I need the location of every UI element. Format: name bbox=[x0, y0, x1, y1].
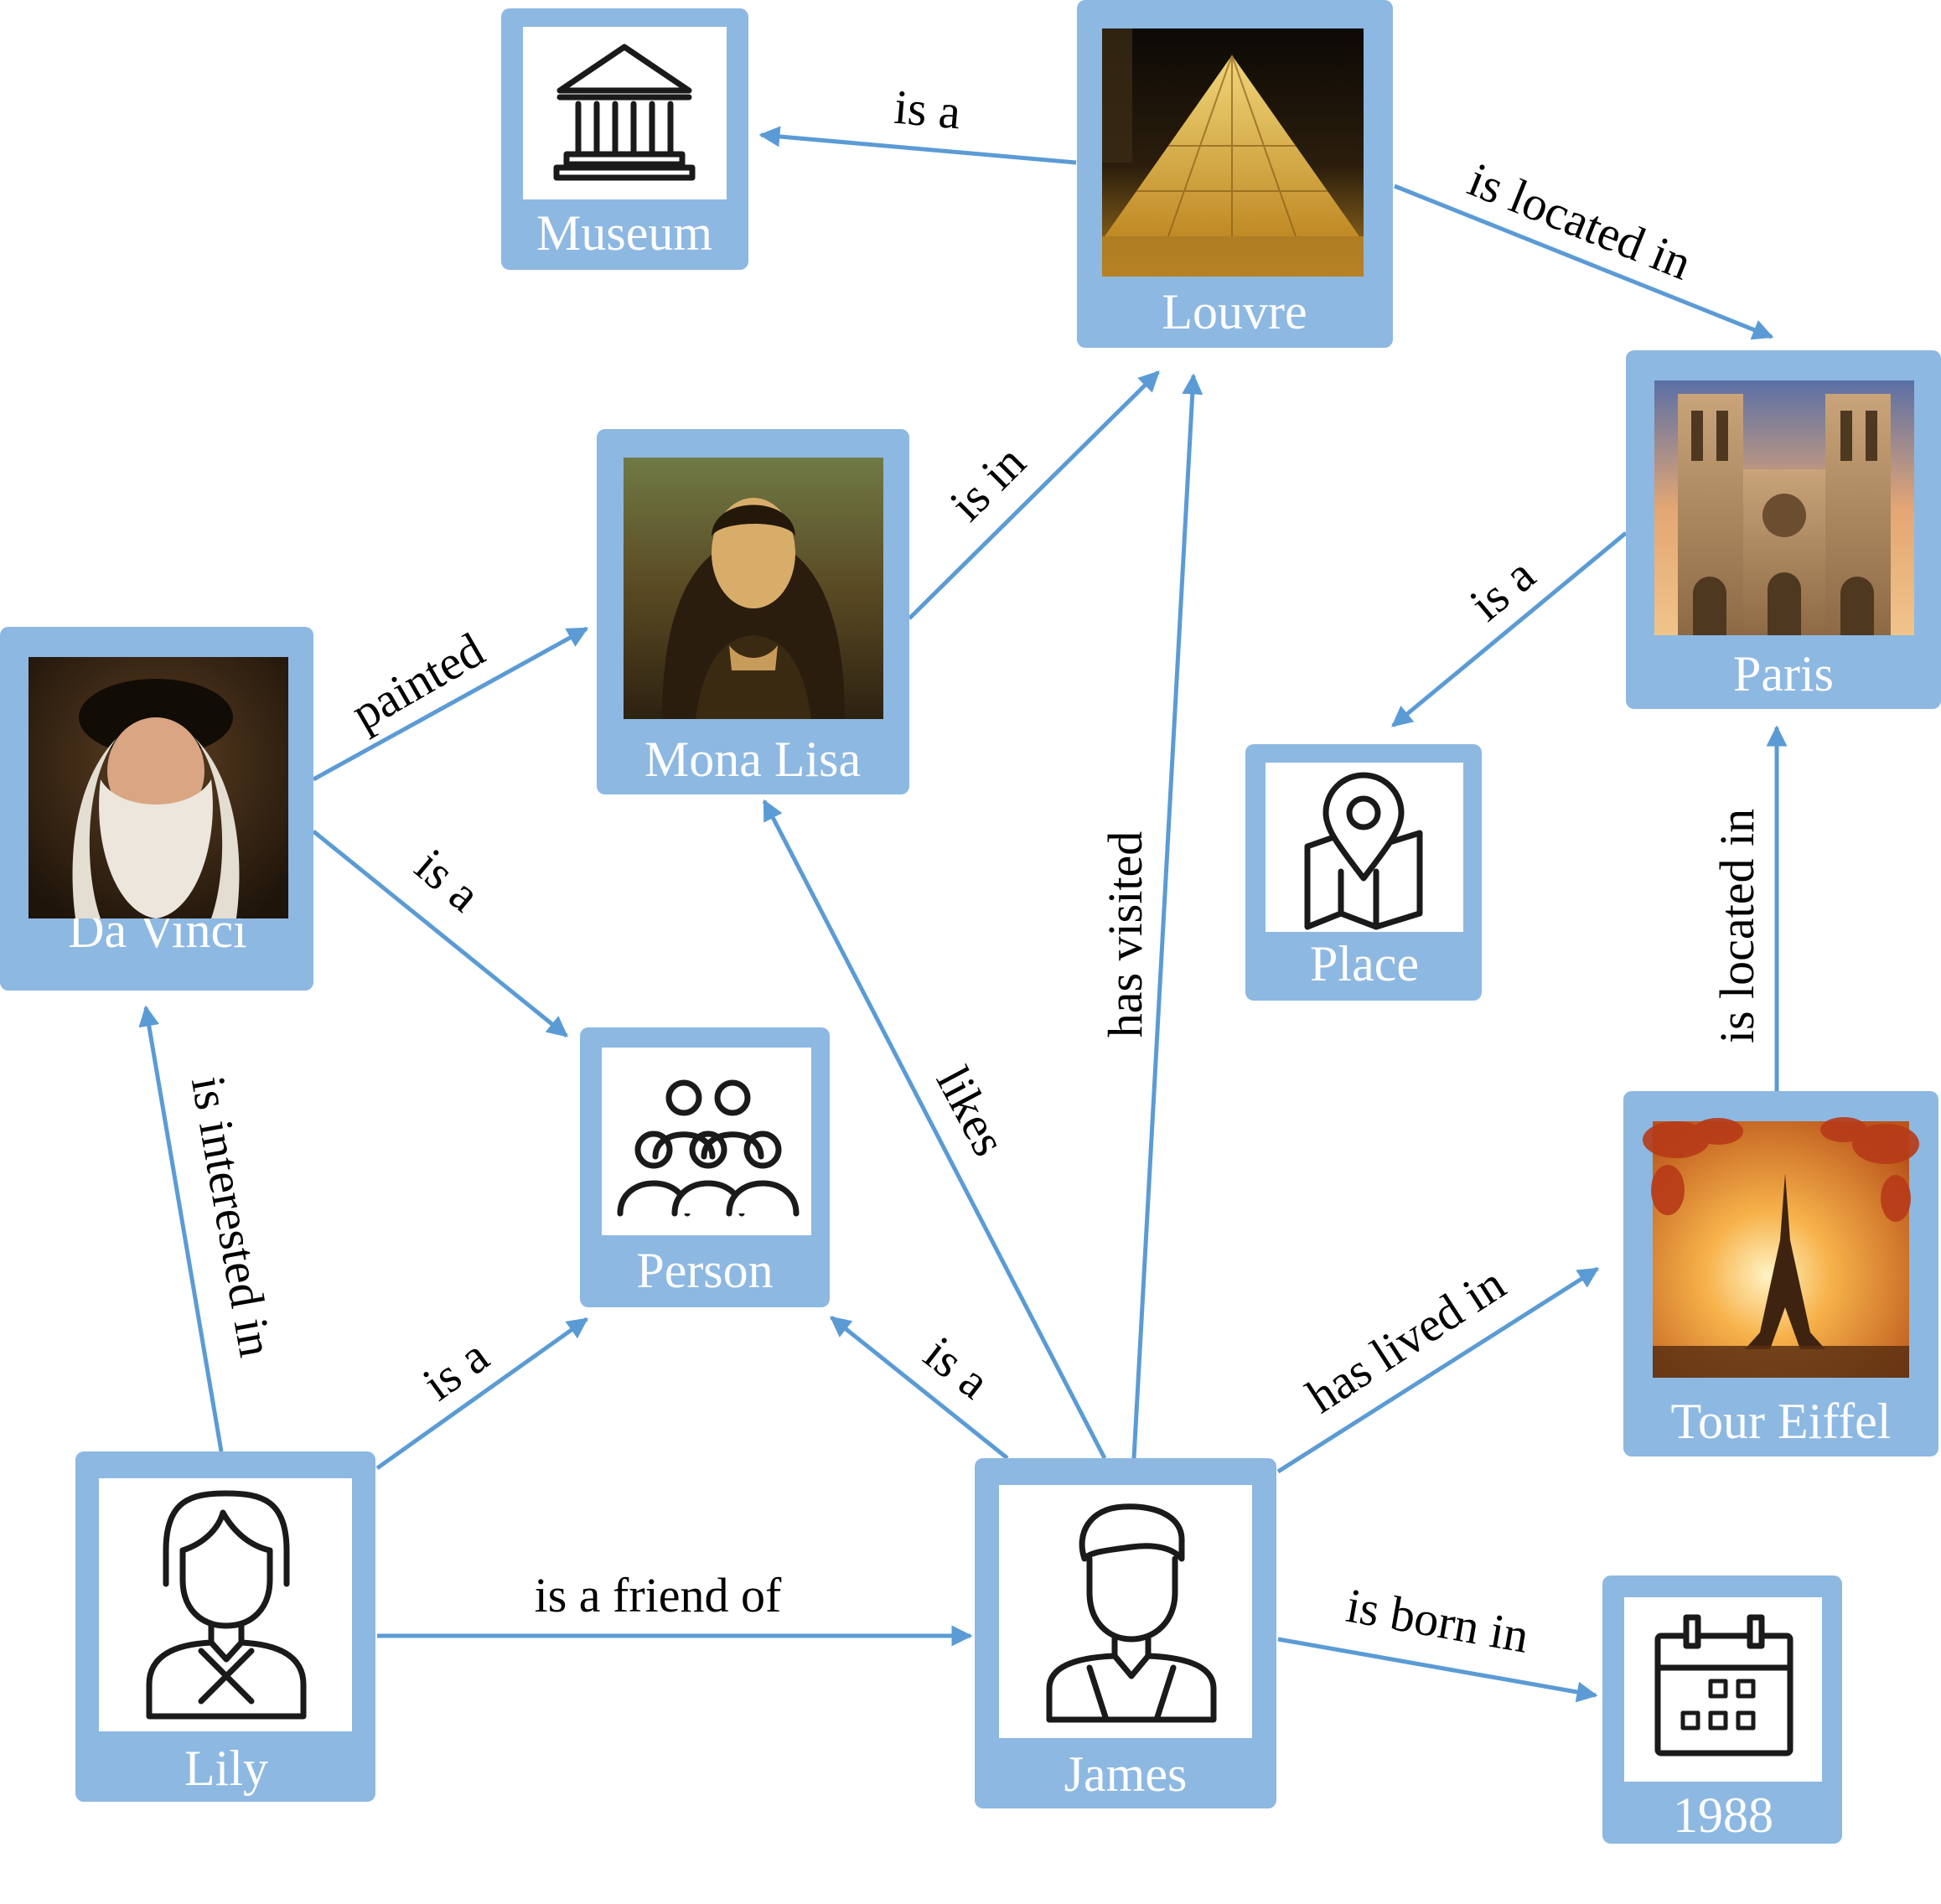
edge-lily-person: is a bbox=[375, 1317, 589, 1471]
node-label: 1988 bbox=[1673, 1788, 1773, 1843]
edge-louvre-paris: is located in bbox=[1394, 152, 1774, 340]
node-museum: Museum bbox=[501, 8, 748, 270]
edge-lily-davinci: is interested in bbox=[138, 1005, 284, 1452]
node-label: James bbox=[1064, 1746, 1188, 1802]
node-label: Place bbox=[1310, 936, 1419, 991]
woman-avatar-icon bbox=[146, 1490, 307, 1720]
man-avatar-icon bbox=[1046, 1503, 1217, 1723]
map-pin-icon bbox=[1304, 772, 1423, 930]
edge-label: is a bbox=[893, 80, 963, 140]
node-da-vinci: Da Vinci bbox=[0, 627, 313, 991]
edge-label: is located in bbox=[1461, 152, 1699, 290]
node-label: Mona Lisa bbox=[644, 732, 861, 787]
edge-label: is a bbox=[413, 1328, 499, 1411]
edge-eiffel-paris: is located in bbox=[1710, 725, 1788, 1091]
node-1988: 1988 bbox=[1602, 1575, 1842, 1844]
calendar-icon bbox=[1654, 1614, 1793, 1757]
edge-label: is a friend of bbox=[535, 1568, 782, 1622]
node-tour-eiffel: Tour Eiffel bbox=[1623, 1091, 1938, 1456]
edge-paris-place: is a bbox=[1391, 531, 1628, 727]
edge-davinci-monalisa: painted bbox=[312, 622, 589, 782]
node-label: Lily bbox=[184, 1741, 268, 1796]
edge-label: is interested in bbox=[181, 1072, 284, 1360]
edge-james-eiffel: has lived in bbox=[1276, 1256, 1600, 1474]
node-louvre: Louvre bbox=[1077, 0, 1393, 348]
edge-james-1988: is born in bbox=[1277, 1578, 1598, 1703]
edge-label: is located in bbox=[1710, 809, 1764, 1043]
node-label: Person bbox=[636, 1243, 773, 1298]
node-label: Tour Eiffel bbox=[1671, 1394, 1892, 1449]
edge-label: is born in bbox=[1343, 1578, 1533, 1663]
people-group-icon bbox=[617, 1079, 800, 1217]
edges: is a is located in is in painted is a is… bbox=[138, 80, 1788, 1703]
edge-lily-james: is a friend of bbox=[377, 1568, 973, 1647]
edge-monalisa-louvre: is in bbox=[908, 370, 1160, 620]
node-lily: Lily bbox=[75, 1451, 375, 1802]
edge-james-louvre: has visited bbox=[1098, 373, 1203, 1459]
edge-james-person: is a bbox=[830, 1316, 1009, 1460]
node-label: Paris bbox=[1733, 646, 1834, 701]
node-place: Place bbox=[1245, 744, 1482, 1001]
node-person: Person bbox=[580, 1027, 830, 1307]
node-james: James bbox=[975, 1458, 1276, 1808]
edge-label: is in bbox=[939, 434, 1035, 530]
node-paris: Paris bbox=[1626, 350, 1941, 709]
edge-label: likes bbox=[926, 1058, 1017, 1164]
node-label: Museum bbox=[536, 205, 712, 261]
node-mona-lisa: Mona Lisa bbox=[597, 429, 909, 794]
edge-label: is a bbox=[1459, 547, 1545, 632]
museum-building-icon bbox=[553, 44, 696, 181]
edge-label: has visited bbox=[1098, 831, 1152, 1037]
edge-davinci-person: is a bbox=[312, 830, 568, 1037]
edge-louvre-museum: is a bbox=[758, 80, 1077, 165]
node-label: Louvre bbox=[1162, 284, 1307, 339]
edge-label: is a bbox=[405, 838, 490, 923]
